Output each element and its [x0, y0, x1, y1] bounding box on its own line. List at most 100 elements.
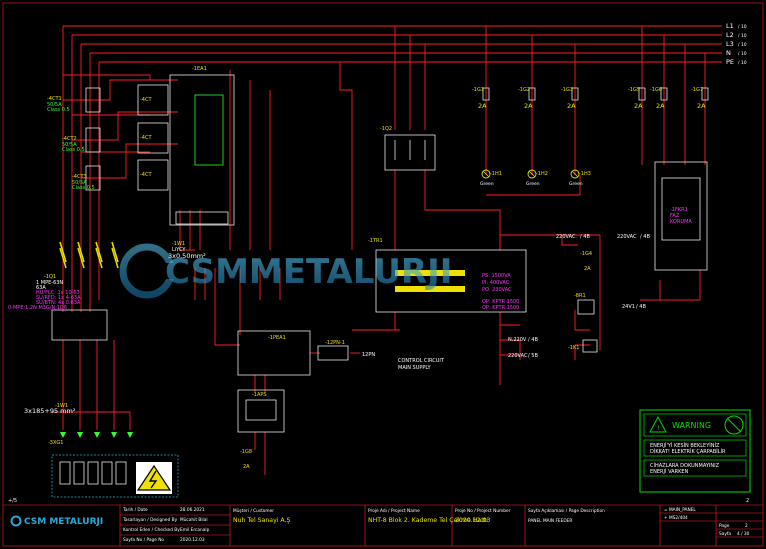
customer-label: Müşteri / Customer — [233, 508, 274, 514]
fuse-g4-current: 2A — [584, 266, 591, 272]
pea-box — [237, 330, 311, 376]
bus-label-n: N — [726, 49, 731, 57]
main-breaker-line: 1 MPE-63N — [36, 280, 63, 286]
control-circuit-line2: MAIN SUPPLY — [398, 365, 432, 371]
relay-br1-tag: -8R1 — [574, 293, 586, 299]
ct1-rating: 50/5A — [47, 102, 62, 108]
meta-key: Tasarlayan / Designed By — [122, 517, 178, 523]
fuse-tag: -1G6 — [650, 87, 662, 93]
q2-breaker — [384, 134, 436, 171]
lamp-cross — [528, 170, 536, 178]
ct-symbol-3: -4CT — [140, 172, 152, 178]
warning-triangle-icon — [136, 462, 172, 494]
project-no-label: Proje No / Project Number — [455, 508, 511, 514]
ct2-class: Class 0.5 — [62, 147, 85, 153]
meta-value: Mücahit Bilal — [180, 517, 208, 523]
fuse-current: 2A — [567, 102, 576, 110]
fuse-g8-tag: -1G8 — [240, 449, 252, 455]
voltage-ref-label: 220VAC — [617, 234, 637, 240]
meta-value: 2020.12.03 — [180, 537, 205, 543]
meta-key: Tarih / Date — [122, 507, 148, 513]
bus-label-l1: L1 — [726, 22, 734, 30]
meta-value: 28.06.2021 — [180, 507, 205, 513]
fuse-current: 2A — [478, 102, 487, 110]
ct2-tag: -4CT2 — [62, 136, 77, 142]
ct2-rating: 50/5A — [62, 142, 77, 148]
page-label: Page — [719, 523, 730, 529]
bus-label-l2: L2 — [726, 31, 734, 39]
page-number: 2 — [745, 523, 748, 529]
bus-ref: / 10 — [738, 60, 747, 66]
warning-line: DİKKAT! ELEKTRİK ÇARPABİLİR — [650, 448, 726, 455]
ct1-tag: -4CT1 — [47, 96, 62, 102]
fuse-current: 2A — [656, 102, 665, 110]
transformer-primary: PI: 400VAC — [482, 280, 510, 286]
project-value: NHT-8 Blok 2. Kademe Tel Çekme Hattı — [368, 517, 488, 524]
voltage-ref-label: 220VAC — [508, 353, 528, 359]
fuse-symbol — [638, 87, 646, 101]
power-supply-tag: -1APS — [252, 392, 267, 398]
title-block-frame — [3, 504, 763, 546]
voltage-ref-code: / 4B — [528, 337, 538, 343]
fuse-current: 2A — [634, 102, 643, 110]
transformer-box — [375, 249, 527, 313]
main-breaker-box — [51, 309, 108, 341]
meta-value: Emil Ercanalp — [180, 527, 210, 533]
fuse-symbol — [528, 87, 536, 101]
lamp-icon — [481, 169, 491, 179]
phase-relay-line1: FAZ — [670, 213, 680, 219]
voltage-ref-label: N.220V — [508, 337, 527, 343]
fuse-symbol — [571, 87, 579, 101]
svg-text:!: ! — [657, 424, 660, 432]
lamp-icon — [527, 169, 537, 179]
lamp-tag: -1H3 — [579, 171, 591, 177]
lamp-icon — [570, 169, 580, 179]
lamp-tag: -1H2 — [536, 171, 548, 177]
ct3-tag: -4CT3 — [72, 174, 87, 180]
fuse-symbol — [660, 87, 668, 101]
ct1-class: Class 0.5 — [47, 107, 70, 113]
meta-key: Kontrol Eden / Checked By — [123, 527, 180, 533]
fuse-symbol — [701, 87, 709, 101]
components — [51, 74, 708, 498]
fuse-tag: -1G7 — [691, 87, 703, 93]
bus-ref: / 10 — [738, 24, 747, 30]
pn-tag: -12PN-1 — [325, 340, 345, 346]
bus-label-l3: L3 — [726, 40, 734, 48]
energy-analyzer-box — [169, 74, 235, 226]
main-breaker-line: SU/RFD: 1x 4-63A — [36, 295, 81, 301]
main-breaker-line: 0-MPE:1.2N M3G/N 1D6 — [8, 305, 67, 311]
right-code-1: = MAIN_PANEL — [664, 507, 696, 513]
right-code-2: + MS2/404 — [664, 515, 688, 521]
watermark-text: CSMMETALURJI — [165, 252, 452, 292]
cable-w1-main-size: 3x185+95 mm² — [24, 407, 76, 415]
warning-line: ENERJİ VARKEN — [650, 468, 689, 475]
warning-line: ENERJİ'Yİ KESİN BEKLEYİNİZ — [650, 442, 720, 449]
page-desc-value: PANEL MAIN FEEDER — [528, 518, 572, 524]
voltage-ref-code: / 4B — [640, 234, 650, 240]
transformer-secondary: PO: 230VAC — [482, 287, 512, 293]
phase-relay-tag: -1FKR1 — [670, 207, 688, 213]
main-breaker-line: 63A — [36, 285, 46, 291]
bus-label-pe: PE — [726, 58, 734, 66]
control-circuit-line1: CONTROL CIRCUIT — [398, 358, 445, 364]
bus-ref: / 10 — [738, 33, 747, 39]
fuse-g4-tag: -1G4 — [580, 251, 592, 257]
lamp-color: Green — [526, 181, 540, 187]
page-mark-left: +/5 — [8, 498, 17, 504]
q2-tag: -1Q2 — [380, 126, 392, 132]
voltage-ref-code: / 4B — [580, 234, 590, 240]
fuse-tag: -1G3 — [561, 87, 573, 93]
ct3-rating: 50/5A — [72, 180, 87, 186]
customer-value: Nuh Tel Sanayi A.Ş — [233, 517, 291, 524]
fuse-tag: -1G1 — [472, 87, 484, 93]
csm-logo: CSM METALURJI — [10, 515, 103, 527]
ground-icon — [60, 432, 133, 438]
main-breaker-line: HU/FLC: 1x 10-63 — [36, 290, 80, 296]
ct-symbol-2: -4CT — [140, 135, 152, 141]
warning-panel: ! — [639, 409, 751, 493]
ct-symbol-1: -4CT — [140, 97, 152, 103]
